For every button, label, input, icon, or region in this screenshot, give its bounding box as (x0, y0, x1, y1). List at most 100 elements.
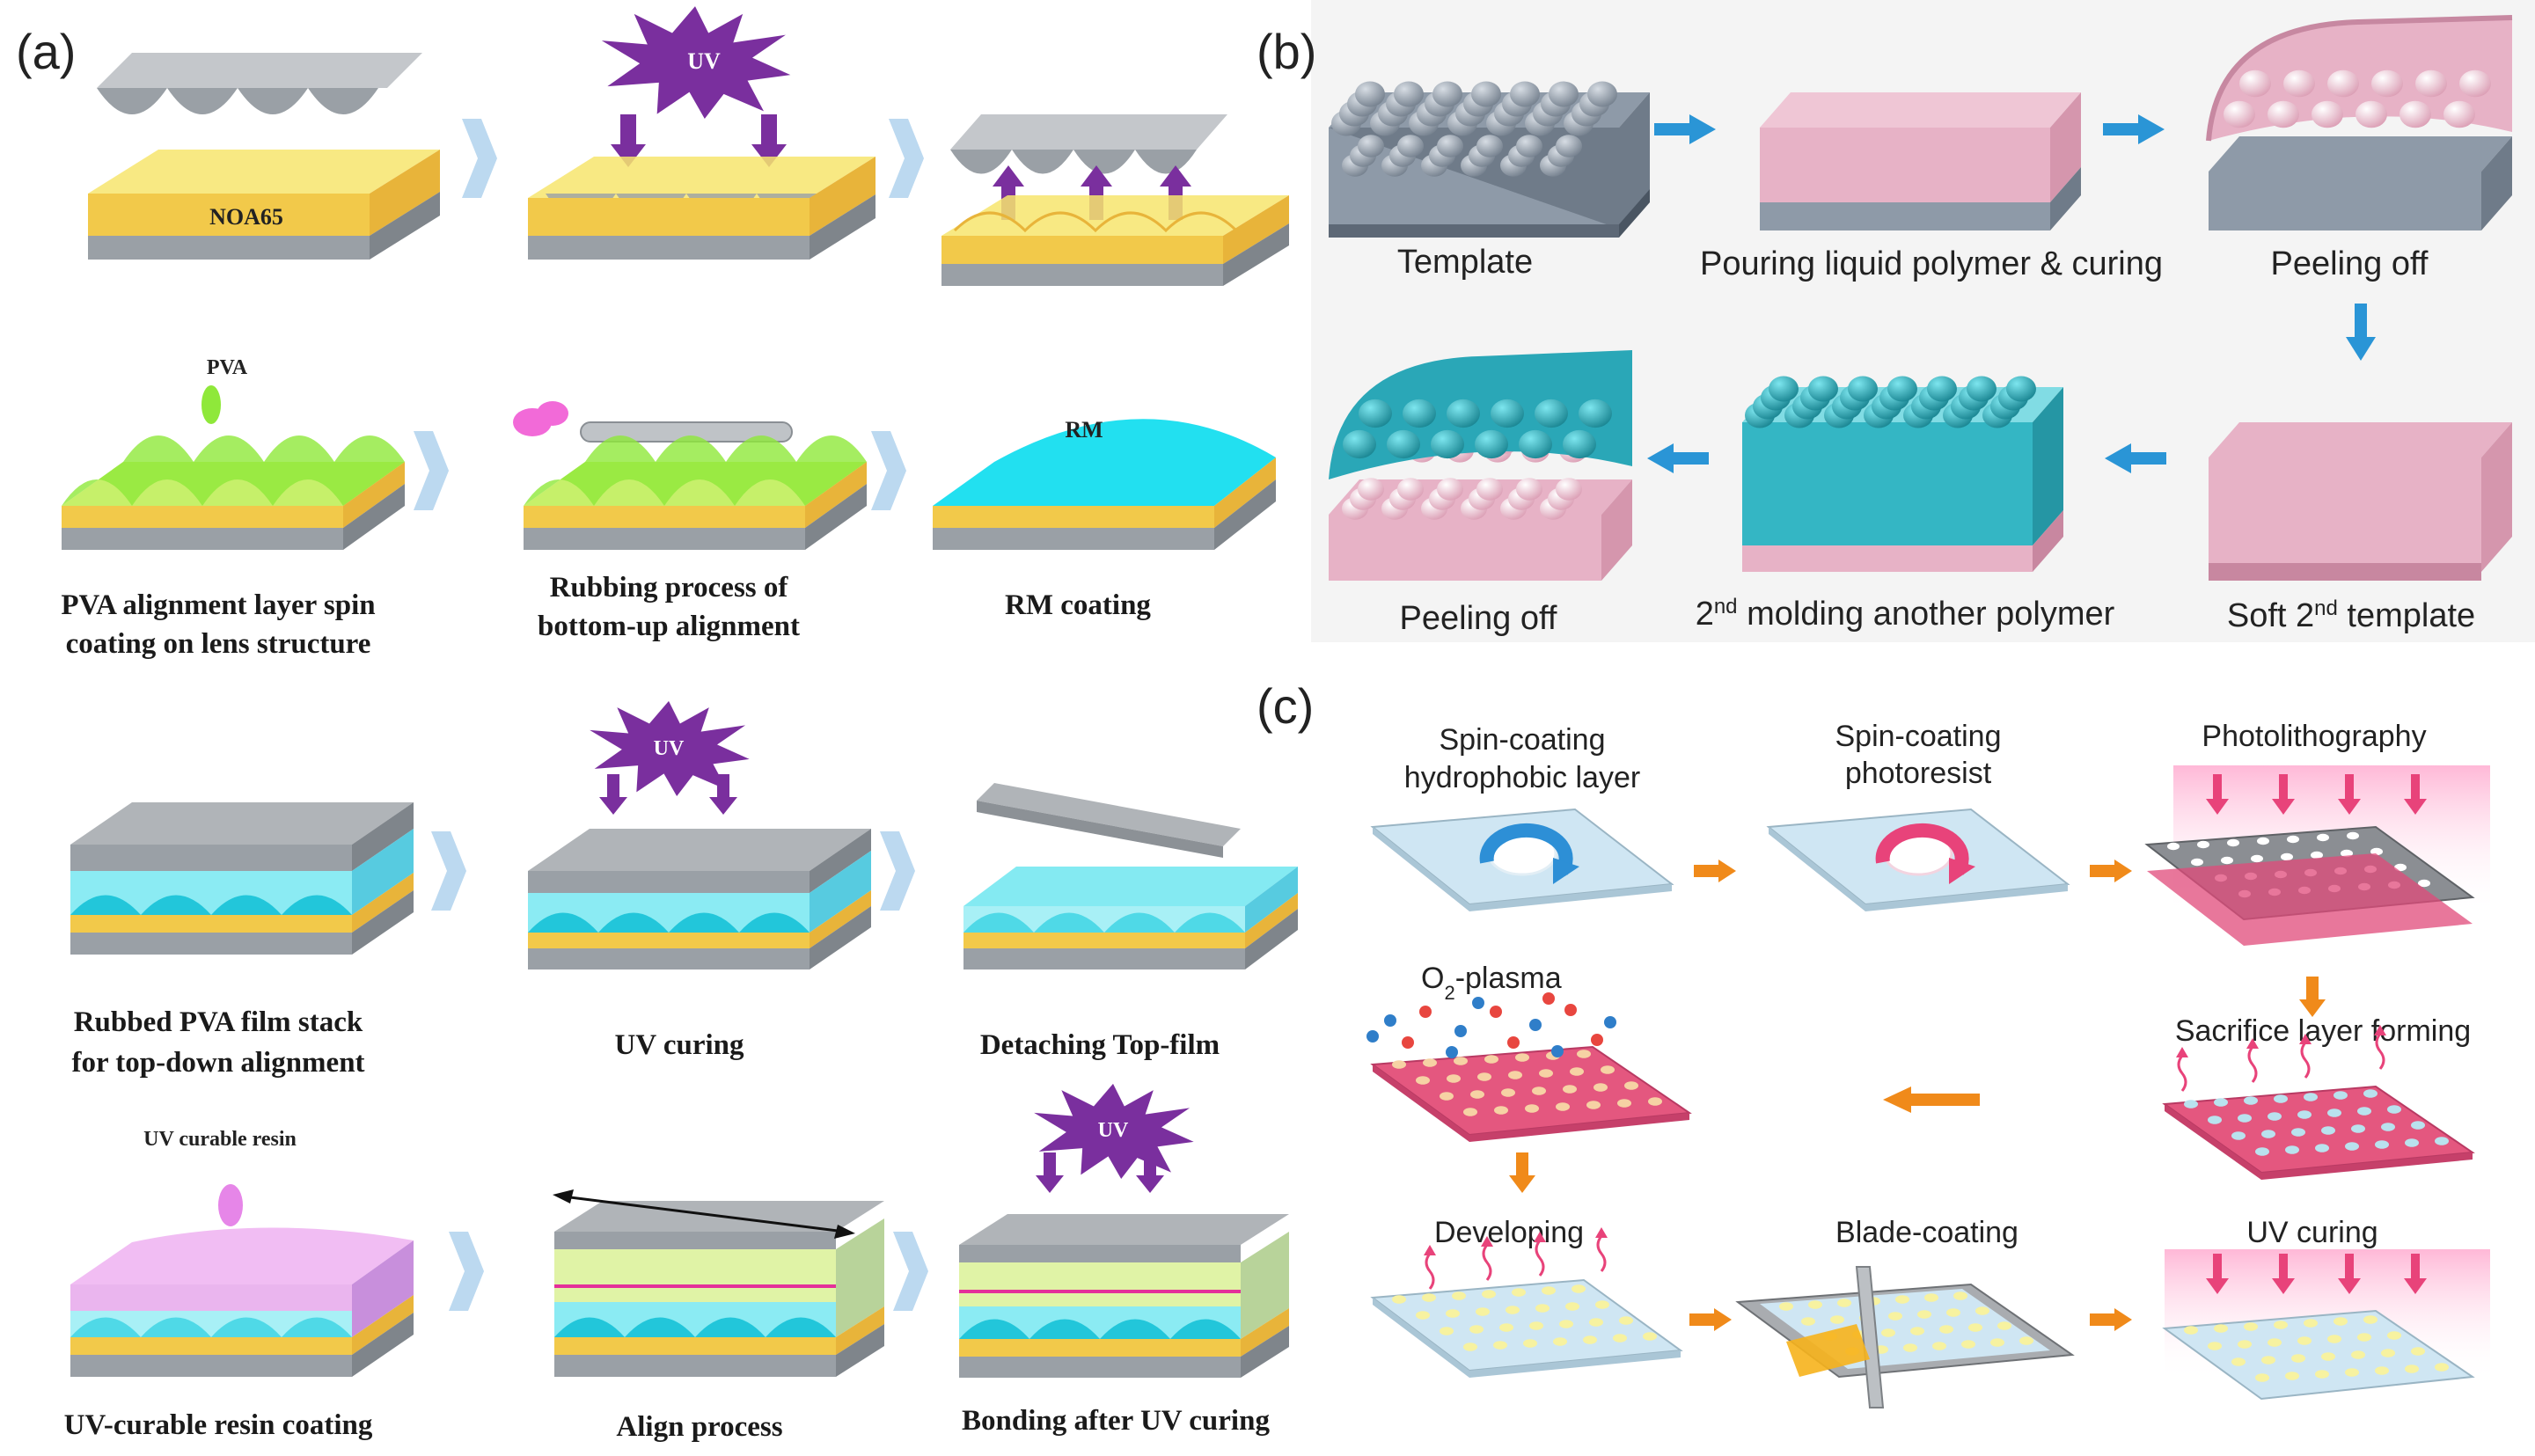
bump (1447, 399, 1480, 428)
dot (1895, 1295, 1909, 1304)
dot (2304, 1093, 2318, 1101)
bump (1491, 399, 1524, 428)
caption-stack-line1: Rubbed PVA film stack (74, 1006, 363, 1038)
dot (2291, 1354, 2305, 1363)
dot (2345, 1142, 2359, 1151)
dot (2321, 1352, 2335, 1361)
step-a10-resin: UV curable resin (70, 1128, 414, 1377)
photoresist-plate (2147, 853, 2473, 946)
dot (2255, 1147, 2269, 1156)
dot (2274, 1321, 2288, 1329)
dot (1559, 1320, 1573, 1328)
bump (1387, 429, 1420, 459)
dot (2405, 1365, 2419, 1373)
bump (1556, 135, 1582, 157)
dot (1422, 1293, 1436, 1302)
bump (1431, 429, 1464, 459)
bump (1563, 429, 1596, 459)
dot (2363, 1315, 2377, 1324)
dot (2375, 1140, 2389, 1149)
dot (1392, 1060, 1406, 1069)
bump (1403, 399, 1436, 428)
vapor-arrow-head (1481, 1236, 1493, 1247)
dot (2274, 1094, 2288, 1103)
spin-arrow-icon (1875, 823, 1969, 875)
dot (1476, 1307, 1490, 1316)
dot (2315, 1370, 2329, 1379)
step-a12-bond: UV (959, 1083, 1289, 1378)
dot (2268, 1112, 2282, 1121)
dot (2387, 1105, 2401, 1114)
bump (1355, 81, 1385, 107)
dot (2244, 1096, 2258, 1105)
dot (1595, 1300, 1609, 1309)
bump (1516, 478, 1542, 501)
dot (1523, 1339, 1537, 1348)
dot (2184, 1100, 2198, 1108)
c-arrow-left (1883, 1087, 1980, 1113)
b-peel-2 (1329, 350, 1632, 581)
bump (1432, 81, 1462, 107)
dot (2238, 1340, 2252, 1349)
dot (2167, 842, 2180, 851)
label-spin1-line1: Spin-coating (1439, 723, 1605, 757)
bump (1343, 429, 1376, 459)
b-second-molding (1742, 376, 2063, 572)
bump (2415, 70, 2447, 98)
dot (1961, 1340, 1975, 1349)
step-arrow-a6 (880, 831, 915, 911)
bump (1519, 429, 1552, 459)
bump (1437, 478, 1463, 501)
c-photolithography (2144, 765, 2490, 946)
dot (2231, 1357, 2246, 1366)
dot (1975, 1306, 1989, 1315)
dot (1946, 1308, 1960, 1317)
uv-arrow-head (2272, 1278, 2295, 1294)
dot (1601, 1065, 1615, 1074)
dot (1583, 1335, 1597, 1344)
step-arrow-a7 (449, 1232, 484, 1311)
plasma-particle (1419, 1006, 1432, 1018)
plasma-particle (1542, 992, 1555, 1005)
dot (1572, 1284, 1586, 1293)
bump (1437, 135, 1463, 157)
dot (1932, 1342, 1946, 1350)
dot (1648, 1097, 1662, 1106)
plasma-particle (1490, 1006, 1502, 1018)
dot (2387, 1331, 2401, 1340)
bump (2443, 100, 2475, 128)
step-a6-rm-coating: RM (933, 417, 1276, 550)
dot (2435, 1363, 2449, 1372)
bump (2355, 100, 2387, 128)
step-arrow-a4 (871, 431, 906, 510)
uv-resin-label: UV curable resin (143, 1128, 297, 1151)
dot (2257, 837, 2269, 845)
bump (2006, 376, 2036, 402)
dot (2251, 854, 2263, 863)
dot (2197, 840, 2209, 849)
bump (2371, 70, 2403, 98)
dot (1617, 1099, 1631, 1108)
dot (2214, 1324, 2228, 1333)
dot (1613, 1334, 1627, 1343)
label-template: Template (1397, 244, 1533, 281)
dot (1968, 1323, 1982, 1332)
dot (1477, 1072, 1491, 1081)
uv-label: UV (654, 737, 685, 760)
dot (2287, 835, 2299, 844)
label-peel-2: Peeling off (1400, 600, 1557, 637)
dot (1917, 1310, 1931, 1319)
dot (1463, 1108, 1477, 1116)
bump (1887, 376, 1917, 402)
dot (1808, 1300, 1822, 1309)
uv-arrow-head (2404, 1278, 2427, 1294)
rm-label: RM (1065, 417, 1103, 443)
c-sacrifice (2162, 1025, 2475, 1180)
dot (2221, 856, 2233, 865)
step-a8-uv-curing: UV (528, 700, 871, 969)
step-arrow-a8 (893, 1232, 928, 1311)
dot (2435, 1137, 2449, 1145)
panel-a: (a) NOA65 UV (16, 6, 1298, 1443)
label-developing: Developing (1434, 1216, 1584, 1249)
